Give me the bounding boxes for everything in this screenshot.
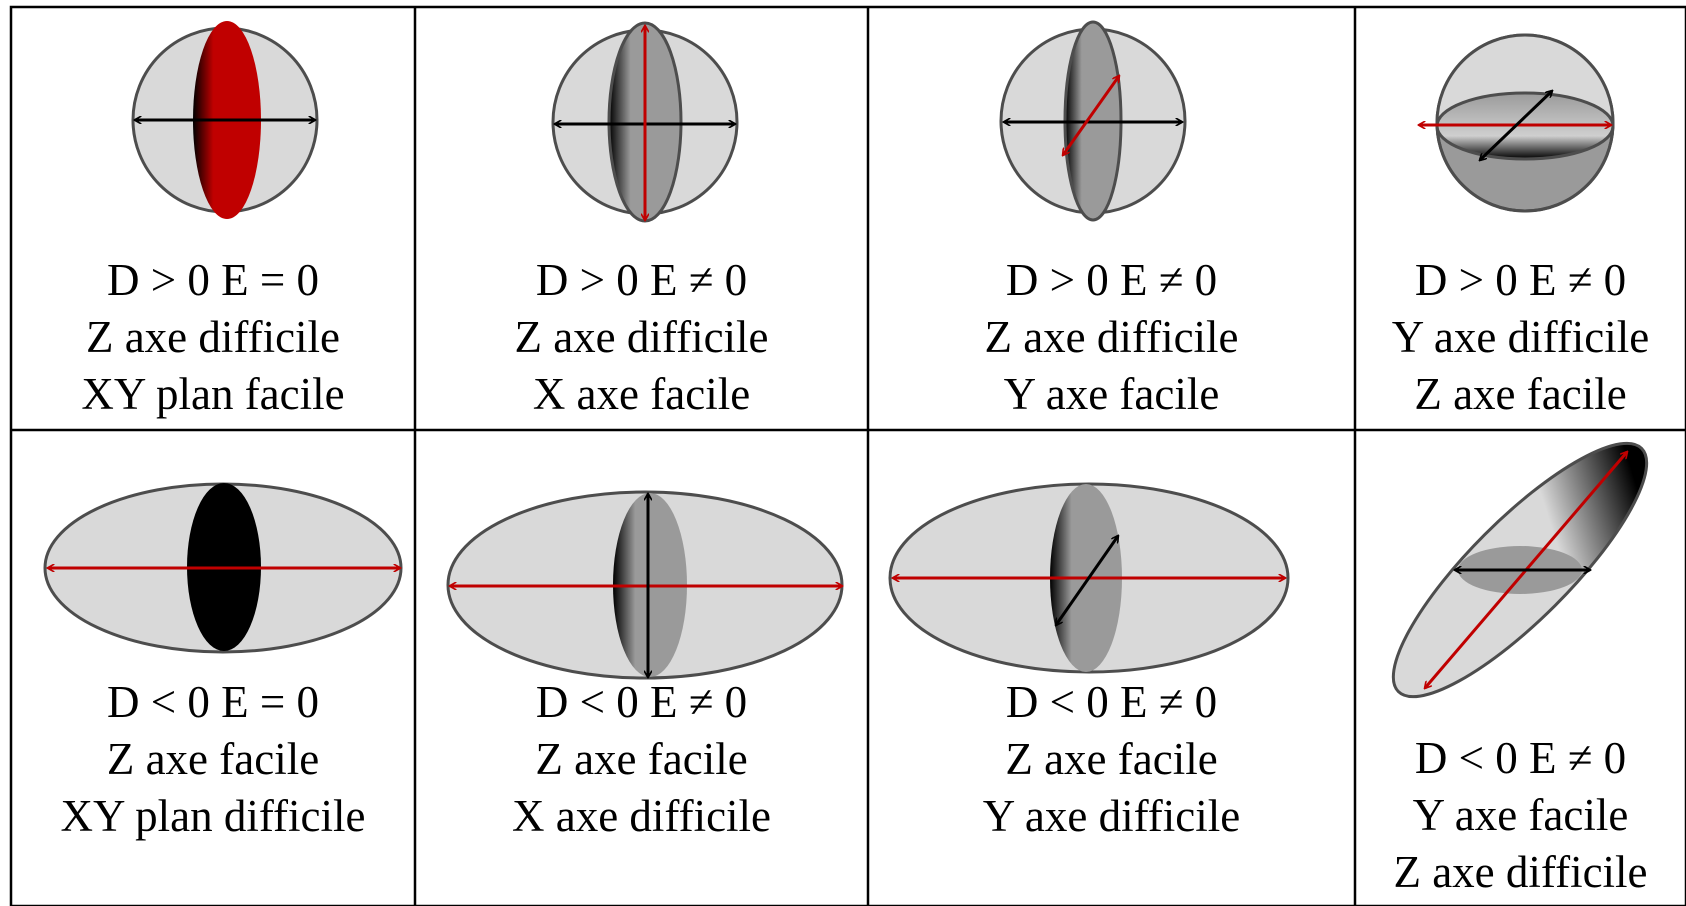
cell-3-figure [999,20,1187,222]
cell-4-caption: D > 0 E ≠ 0 Y axe difficile Z axe facile [1357,252,1684,423]
cell-2-caption: D > 0 E ≠ 0 Z axe difficile X axe facile [417,252,866,423]
cell-1-figure [131,21,319,219]
cell-3-caption: D > 0 E ≠ 0 Z axe difficile Y axe facile [870,252,1353,423]
cell-5-caption: D < 0 E = 0 Z axe facile XY plan diffici… [13,674,413,845]
cell-1-line1: D > 0 E = 0 [107,255,319,305]
cell-5-line2: Z axe facile [106,734,320,784]
grid [9,5,1686,906]
cell-7-black-arrow [1056,536,1118,625]
cell-6-line3: X axe difficile [511,791,772,841]
cell-4-figure [1419,33,1615,213]
cell-2-figure [551,21,739,223]
cell-5-line1: D < 0 E = 0 [107,677,319,727]
cell-8-line1: D < 0 E ≠ 0 [1414,733,1627,783]
cell-4-line1: D > 0 E ≠ 0 [1414,255,1627,305]
cell-3-line1: D > 0 E ≠ 0 [1005,255,1218,305]
cell-8-line3: Z axe difficile [1393,847,1648,897]
cell-1-line2: Z axe difficile [85,312,341,362]
cell-4-black-arrow [1480,91,1552,160]
cell-7-line2: Z axe facile [1005,734,1218,784]
cell-2-line1: D > 0 E ≠ 0 [535,255,748,305]
cell-6-figure [446,490,842,680]
cell-2-line2: Z axe difficile [514,312,769,362]
cell-8-caption: D < 0 E ≠ 0 Y axe facile Z axe difficile [1357,730,1684,901]
cell-7-figure [888,482,1290,674]
cell-6-line1: D < 0 E ≠ 0 [535,677,748,727]
cell-1-line3: XY plan facile [81,369,345,419]
cell-8-figure [1391,441,1649,699]
cell-6-line2: Z axe facile [535,734,748,784]
cell-3-red-arrow [1063,76,1119,155]
cell-4-line3: Z axe facile [1414,369,1627,419]
cell-4-line2: Y axe difficile [1391,312,1650,362]
cell-3-line3: Y axe facile [1003,369,1220,419]
cell-6-caption: D < 0 E ≠ 0 Z axe facile X axe difficile [417,674,866,845]
cell-7-caption: D < 0 E ≠ 0 Z axe facile Y axe difficile [870,674,1353,845]
cell-8-line2: Y axe facile [1412,790,1629,840]
cell-7-line3: Y axe difficile [982,791,1241,841]
cell-5-figure [43,482,403,654]
cell-7-line1: D < 0 E ≠ 0 [1005,677,1218,727]
cell-1-caption: D > 0 E = 0 Z axe difficile XY plan faci… [13,252,413,423]
grid-border [9,5,1686,906]
cell-2-line3: X axe facile [532,369,751,419]
cell-5-line3: XY plan difficile [60,791,366,841]
cell-3-line2: Z axe difficile [984,312,1239,362]
